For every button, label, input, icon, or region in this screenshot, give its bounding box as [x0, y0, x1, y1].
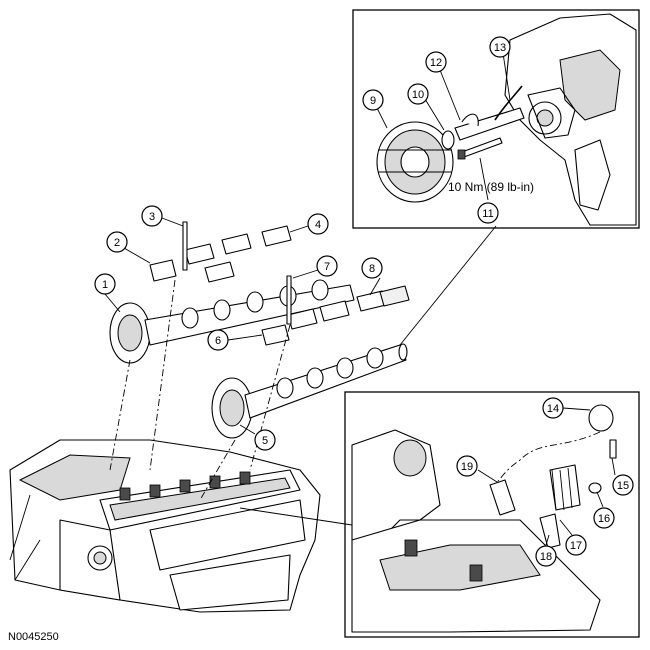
callout-16: 16: [593, 507, 615, 529]
svg-text:7: 7: [324, 261, 330, 273]
torque-spec-label: 10 Nm (89 lb-in): [448, 180, 534, 194]
leader-lines: [104, 52, 616, 546]
svg-text:19: 19: [461, 461, 473, 473]
engine-head-art: [9, 439, 321, 613]
callout-11: 11: [477, 202, 499, 224]
bearing-caps: [149, 221, 410, 346]
callout-6: 6: [207, 329, 229, 351]
callout-7: 7: [316, 255, 338, 277]
callout-8: 8: [361, 257, 383, 279]
svg-text:2: 2: [114, 237, 120, 249]
svg-text:13: 13: [494, 42, 506, 54]
callout-14: 14: [542, 397, 564, 419]
callout-17: 17: [565, 534, 587, 556]
svg-text:6: 6: [215, 335, 221, 347]
callout-15: 15: [612, 474, 634, 496]
callout-5: 5: [254, 429, 276, 451]
svg-text:8: 8: [369, 263, 375, 275]
svg-text:5: 5: [262, 435, 268, 447]
callout-3: 3: [141, 205, 163, 227]
callout-9: 9: [362, 89, 384, 111]
callout-12: 12: [425, 51, 447, 73]
callout-19: 19: [456, 455, 478, 477]
svg-text:10: 10: [412, 89, 424, 101]
callout-4: 4: [307, 213, 329, 235]
svg-text:16: 16: [598, 513, 610, 525]
svg-text:14: 14: [547, 403, 559, 415]
svg-text:3: 3: [149, 211, 155, 223]
upper-inset-art: [376, 13, 637, 226]
svg-text:17: 17: [570, 540, 582, 552]
callout-1: 1: [94, 273, 116, 295]
svg-text:9: 9: [370, 95, 376, 107]
svg-text:15: 15: [617, 480, 629, 492]
callout-13: 13: [489, 36, 511, 58]
camshaft-upper: [109, 279, 355, 364]
callout-10: 10: [407, 83, 429, 105]
lower-inset-art: [351, 404, 617, 633]
svg-text:11: 11: [482, 208, 493, 220]
camshaft-lower: [211, 343, 408, 439]
callout-18: 18: [535, 545, 557, 567]
svg-text:1: 1: [102, 279, 108, 291]
svg-text:18: 18: [540, 551, 552, 563]
svg-text:12: 12: [430, 57, 442, 69]
figure-id-label: N0045250: [8, 631, 59, 643]
svg-text:4: 4: [315, 219, 321, 231]
callout-2: 2: [106, 231, 128, 253]
